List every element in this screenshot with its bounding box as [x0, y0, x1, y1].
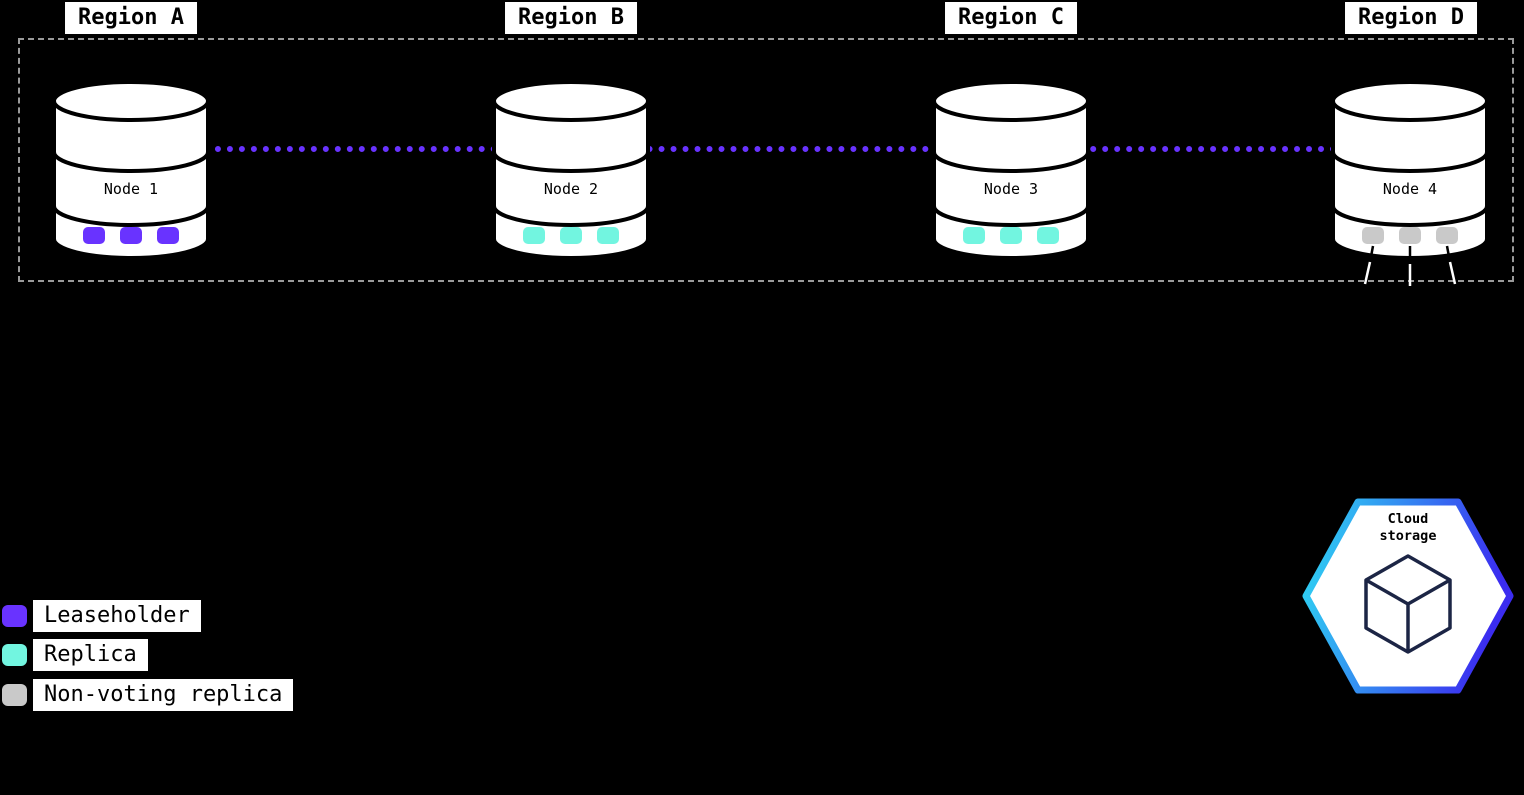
- non-voting-replica-chip: [1362, 227, 1384, 244]
- non-voting-replica-chip: [1399, 227, 1421, 244]
- replica-chip: [1037, 227, 1059, 244]
- leaseholder-swatch-icon: [2, 605, 27, 627]
- replica-chips: [51, 227, 211, 244]
- leaseholder-chip: [120, 227, 142, 244]
- legend-label: Non-voting replica: [33, 679, 294, 711]
- non-voting-replica-swatch-icon: [2, 684, 27, 706]
- region-label-a: Region A: [65, 2, 197, 34]
- database-cylinder-icon: [52, 80, 210, 260]
- legend-label: Leaseholder: [33, 600, 201, 632]
- replica-chip: [597, 227, 619, 244]
- region-label-b: Region B: [505, 2, 637, 34]
- legend-label: Replica: [33, 639, 148, 671]
- legend-item-replica: Replica: [2, 639, 148, 671]
- region-label-d: Region D: [1345, 2, 1477, 34]
- non-voting-replica-chip: [1436, 227, 1458, 244]
- replica-chips: [1330, 227, 1490, 244]
- replication-link-line: [131, 146, 1409, 152]
- cloud-storage-hexagon-icon: [1302, 498, 1514, 694]
- node-4: Node 4: [1330, 80, 1490, 286]
- replica-swatch-icon: [2, 644, 27, 666]
- database-cylinder-icon: [932, 80, 1090, 260]
- cluster-boundary: [18, 38, 1514, 282]
- cube-icon: [1364, 554, 1452, 654]
- cloud-storage-connector-lines: [1363, 245, 1457, 286]
- node-label: Node 4: [1382, 180, 1438, 198]
- node-2: Node 2: [491, 80, 651, 260]
- replica-chip: [963, 227, 985, 244]
- node-label: Node 2: [543, 180, 599, 198]
- cloud-storage-label: Cloud storage: [1379, 511, 1437, 544]
- legend-item-non-voting-replica: Non-voting replica: [2, 679, 294, 711]
- node-3: Node 3: [931, 80, 1091, 260]
- legend-item-leaseholder: Leaseholder: [2, 600, 201, 632]
- replica-chips: [491, 227, 651, 244]
- replica-chip: [523, 227, 545, 244]
- node-label: Node 1: [103, 180, 159, 198]
- hexagon-shape: [1302, 498, 1514, 694]
- replica-chip: [1000, 227, 1022, 244]
- replica-chip: [560, 227, 582, 244]
- node-1: Node 1: [51, 80, 211, 260]
- leaseholder-chip: [83, 227, 105, 244]
- cloud-storage: Cloud storage: [1300, 492, 1516, 700]
- region-label-c: Region C: [945, 2, 1077, 34]
- database-cylinder-icon: [1331, 80, 1489, 286]
- replica-chips: [931, 227, 1091, 244]
- database-cylinder-icon: [492, 80, 650, 260]
- leaseholder-chip: [157, 227, 179, 244]
- node-label: Node 3: [983, 180, 1039, 198]
